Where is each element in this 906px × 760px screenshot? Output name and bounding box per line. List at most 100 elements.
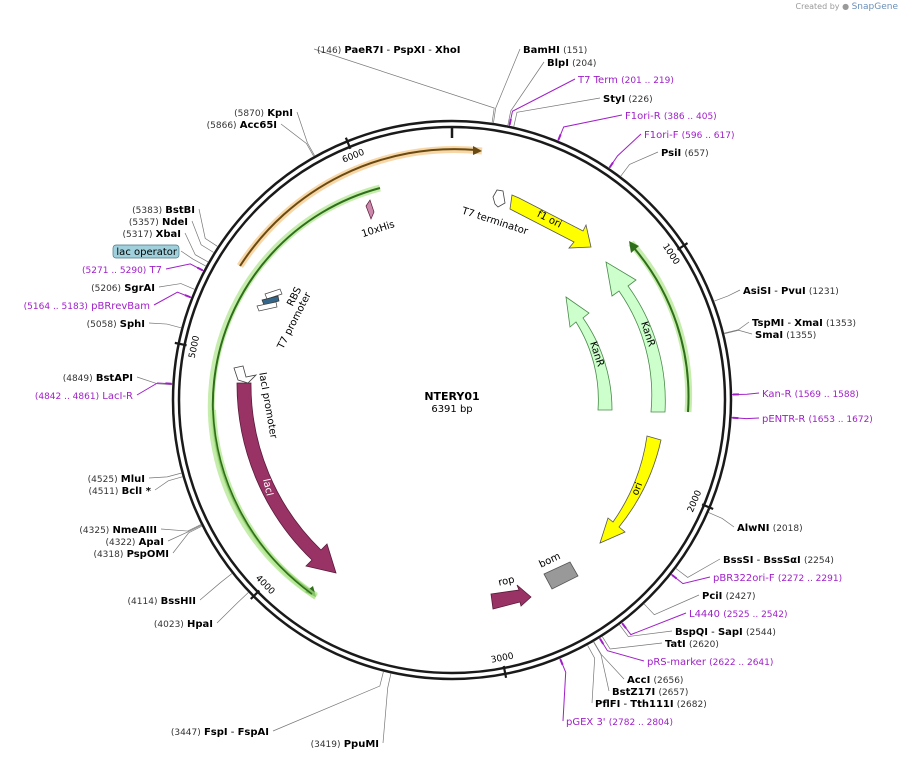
site-label-fspi: (3447) FspI - FspAI <box>171 727 269 738</box>
site-name: PciI <box>702 591 722 602</box>
orange-feature-arc <box>239 148 477 267</box>
site-coord: (5870) <box>234 109 264 119</box>
tick-1000 <box>676 242 689 251</box>
site-label-asisi: AsiSI - PvuI (1231) <box>743 286 839 297</box>
site-coord: (1353) <box>826 319 856 329</box>
site-name: BstAPI <box>96 373 133 384</box>
leader-psii <box>620 151 659 177</box>
site-label-bspqi: BspQI - SapI (2544) <box>675 627 776 638</box>
site-name: pBR322ori-F <box>713 573 775 584</box>
site-name: PaeR7I <box>344 45 383 56</box>
green-feature-right-arc <box>633 247 690 413</box>
primer-mark-l4440 <box>621 622 627 629</box>
leader-tati <box>601 636 663 650</box>
site-coord: (5206) <box>91 284 121 294</box>
site-coord: (2782 .. 2804) <box>609 718 673 728</box>
site-name: pGEX 3' <box>566 717 606 728</box>
leader-asisi <box>713 289 741 302</box>
leader-acc65i <box>280 123 315 157</box>
ori-arrow <box>599 435 662 544</box>
laci-promoter-label: lacI promoter <box>256 372 279 441</box>
site-name: PsiI <box>661 148 681 159</box>
site-label-xbai: (5317) XbaI <box>123 229 181 240</box>
site-name: XbaI <box>156 229 181 240</box>
site-label-bamhi: BamHI (151) <box>523 45 587 56</box>
leader-fspi <box>272 671 384 732</box>
tick-2000 <box>701 503 714 511</box>
site-label-bsssi: BssSI - BssSαI (2254) <box>723 555 834 566</box>
rop-arrow <box>490 584 532 610</box>
site-coord: (386 .. 405) <box>664 112 717 122</box>
laci-arrow <box>236 382 337 574</box>
plasmid-name: NTERY01 <box>424 390 479 403</box>
leader-lac-operator <box>180 250 207 267</box>
site-label-sphi: (5058) SphI <box>87 319 145 330</box>
site-name: BssSαI <box>763 555 800 566</box>
site-coord: (5317) <box>123 230 153 240</box>
site-label-pbr322ori-f: pBR322ori-F (2272 .. 2291) <box>713 573 842 584</box>
10xhis-label: 10xHis <box>360 219 396 240</box>
leader-mlui <box>148 472 182 479</box>
site-coord: (2525 .. 2542) <box>723 610 787 620</box>
site-name: T7 <box>149 265 162 276</box>
site-name: PspOMI <box>127 549 169 560</box>
leader-pgex3 <box>559 658 567 722</box>
site-coord: (2656) <box>654 676 684 686</box>
site-name: FspAI <box>238 727 269 738</box>
leader-bamhi <box>493 48 521 124</box>
leader-styi <box>513 97 601 127</box>
site-separator: - <box>383 45 393 56</box>
ori-label: ori <box>630 481 645 497</box>
site-label-sgrai: (5206) SgrAI <box>91 283 155 294</box>
site-name: PvuI <box>781 286 806 297</box>
primer-mark-t7 <box>196 266 204 272</box>
tick-3000 <box>502 665 508 678</box>
site-label-pbrrevbam: (5164 .. 5183) pBRrevBam <box>24 301 150 312</box>
site-label-f1ori-f: F1ori-F (596 .. 617) <box>644 130 735 141</box>
rbs-icon <box>264 288 283 300</box>
leader-bstbi <box>198 208 218 247</box>
site-coord: (2682) <box>677 700 707 710</box>
site-coord: (201 .. 219) <box>621 76 674 86</box>
leader-bstz17i <box>593 641 610 692</box>
leader-tspmi <box>723 321 750 334</box>
site-name: Acc65I <box>240 120 277 131</box>
plasmid-center-label: NTERY01 6391 bp <box>424 390 479 415</box>
leader-nmeaiii <box>160 524 202 532</box>
site-label-lac-operator: lac operator <box>116 247 177 258</box>
outer-features <box>207 145 693 600</box>
kanr-outer-arrow <box>605 261 666 413</box>
site-separator: - <box>753 555 763 566</box>
site-name: T7 Term <box>577 75 618 86</box>
leader-alwni <box>708 512 735 528</box>
site-name: SphI <box>120 319 145 330</box>
site-coord: (5271 .. 5290) <box>82 266 146 276</box>
laci-promoter-icon <box>233 365 258 384</box>
site-name: AccI <box>627 675 650 686</box>
site-coord: (657) <box>684 149 708 159</box>
site-name: XmaI <box>794 318 823 329</box>
site-label-tspmi: TspMI - XmaI (1353) <box>752 318 856 329</box>
site-coord: (2427) <box>726 592 756 602</box>
tick-label: 5000 <box>188 335 202 360</box>
leader-paer7i <box>313 48 495 123</box>
site-label-alwni: AlwNI (2018) <box>737 523 803 534</box>
site-label-f1ori-r: F1ori-R (386 .. 405) <box>625 111 717 122</box>
site-name: NdeI <box>162 217 188 228</box>
site-name: BspQI <box>675 627 708 638</box>
site-coord: (1231) <box>809 287 839 297</box>
leader-apai <box>167 524 202 542</box>
site-coord: (2620) <box>689 640 719 650</box>
leader-pspomi <box>172 525 203 554</box>
site-label-bstz17i: BstZ17I (2657) <box>612 687 688 698</box>
green-feature-right-arrowhead <box>629 241 639 253</box>
tick-label: 3000 <box>490 652 515 666</box>
site-coord: (151) <box>563 46 587 56</box>
backbone <box>171 119 733 681</box>
site-separator: - <box>620 699 630 710</box>
kanr-inner-arrow <box>565 296 613 411</box>
site-label-t7: (5271 .. 5290) T7 <box>82 265 162 276</box>
site-coord: (1569 .. 1588) <box>795 390 859 400</box>
site-label-mlui: (4525) MluI <box>88 474 145 485</box>
